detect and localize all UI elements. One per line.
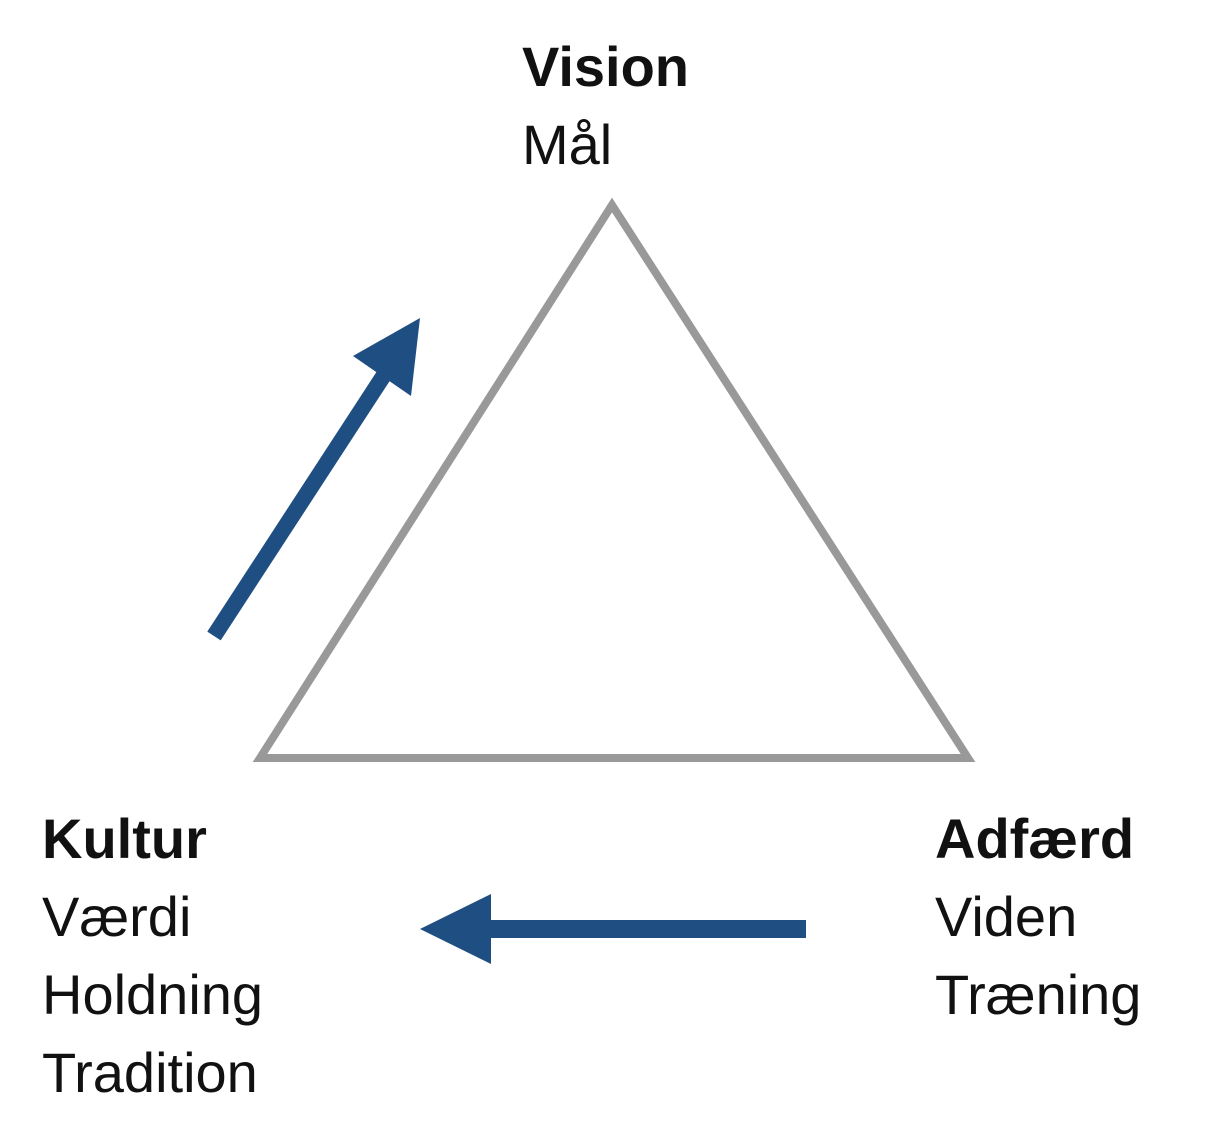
node-item: Tradition [42,1041,258,1104]
node-item: Mål [522,113,613,176]
node-title: Vision [522,35,690,98]
node-title: Adfærd [935,807,1135,870]
node-item: Træning [935,963,1142,1026]
node-kultur: Kultur Værdi Holdning Tradition [42,800,263,1112]
arrow-kultur-to-vision [207,318,420,641]
triangle [252,197,976,762]
node-item: Holdning [42,963,264,1026]
node-vision: Vision Mål [522,28,689,184]
arrow-adfaerd-to-kultur [420,894,806,964]
node-title: Kultur [42,807,207,870]
node-adfaerd: Adfærd Viden Træning [935,800,1141,1034]
node-item: Viden [935,885,1078,948]
node-item: Værdi [42,885,192,948]
